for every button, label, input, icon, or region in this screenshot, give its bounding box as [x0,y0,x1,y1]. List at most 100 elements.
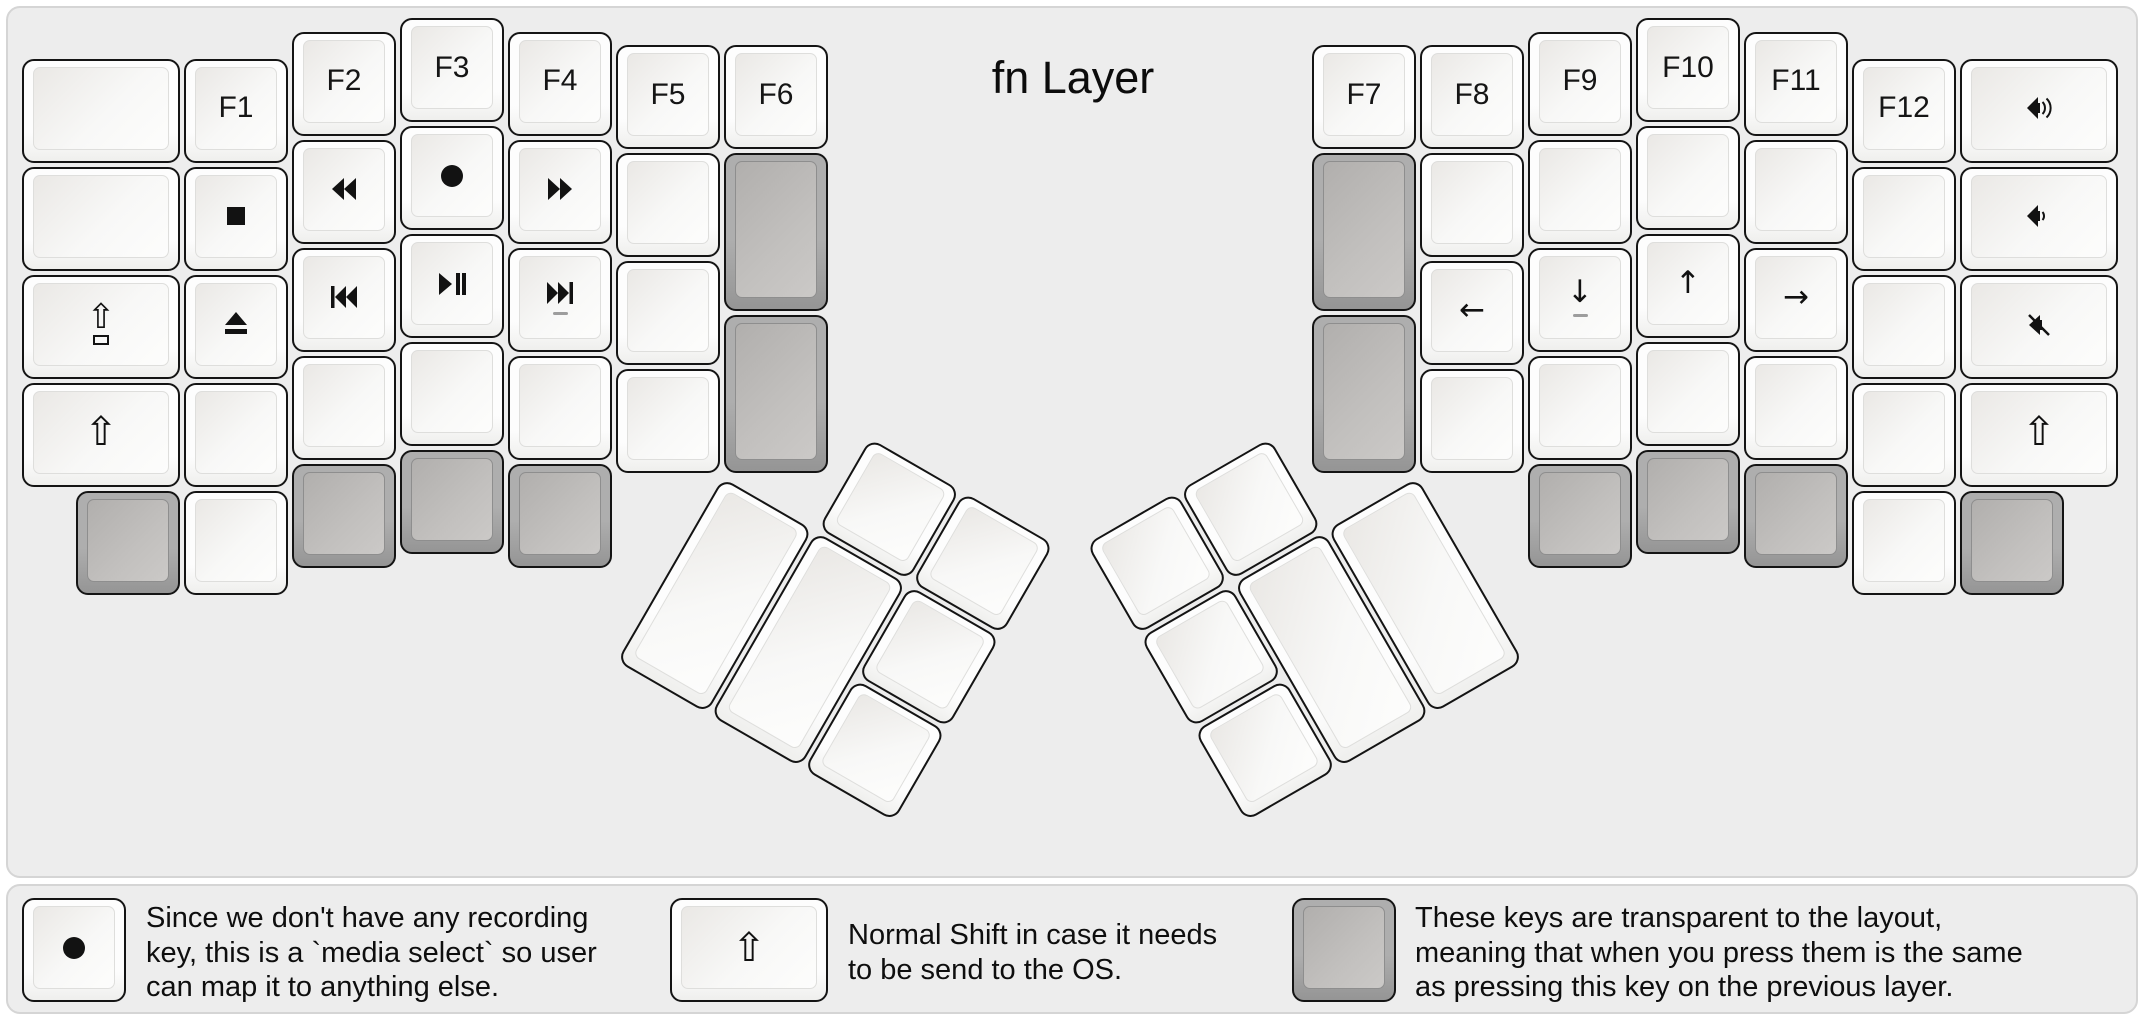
key-blank[interactable] [616,153,720,257]
key-blank[interactable] [1636,126,1740,230]
key-f3[interactable]: F3 [400,18,504,122]
key-f4[interactable]: F4 [508,31,612,136]
key-transparent[interactable] [1744,463,1848,568]
keycap [519,471,601,555]
keycap [519,147,601,231]
legend-line: meaning that when you press them is the … [1415,936,2023,969]
homing-dash [1572,314,1588,317]
key-shift[interactable]: ⇧ [22,382,180,487]
key-blank[interactable] [1744,355,1848,460]
legend-key-1[interactable] [22,898,126,1002]
key-fast-forward[interactable] [508,139,612,244]
key-f12[interactable]: F12 [1852,58,1956,163]
key-arrow-down[interactable]: ↓ [1528,247,1632,352]
key-label: F9 [1562,64,1598,97]
key-volume-up[interactable] [1960,58,2118,163]
key-blank[interactable] [1744,139,1848,244]
key-blank[interactable] [508,355,612,460]
key-transparent[interactable] [508,463,612,568]
key-arrow-up[interactable]: ↑ [1636,234,1740,338]
keycap [411,242,493,325]
key-blank[interactable] [1420,153,1524,257]
shift-icon: ⇧ [732,924,766,971]
key-blank[interactable] [184,382,288,487]
keycap [1971,282,2107,366]
key-shift-lock[interactable]: ⇧ [22,274,180,379]
keycap [195,282,277,366]
key-transparent[interactable] [1312,315,1416,473]
key-shift[interactable]: ⇧ [1960,382,2118,487]
keycap: F12 [1863,66,1945,150]
key-transparent[interactable] [724,315,828,473]
key-transparent[interactable] [1636,450,1740,554]
key-f10[interactable]: F10 [1636,18,1740,122]
stop-icon [224,204,248,228]
key-arrow-left[interactable]: ← [1420,261,1524,365]
key-f5[interactable]: F5 [616,45,720,149]
key-label: F4 [542,64,578,97]
key-transparent[interactable] [1528,463,1632,568]
keycap: ↓ [1539,255,1621,339]
key-blank[interactable] [400,342,504,446]
key-transparent[interactable] [1960,490,2064,595]
key-f1[interactable]: F1 [184,58,288,163]
key-eject[interactable] [184,274,288,379]
key-blank[interactable] [184,490,288,595]
key-f8[interactable]: F8 [1420,45,1524,149]
key-label: F8 [1454,77,1490,111]
key-f9[interactable]: F9 [1528,31,1632,136]
key-transparent[interactable] [1312,153,1416,311]
shift-lock-bar [93,334,109,345]
key-transparent[interactable] [724,153,828,311]
shift-icon: ⇧ [2022,409,2056,455]
key-blank[interactable] [1852,166,1956,271]
key-play-pause[interactable] [400,234,504,338]
key-volume-down[interactable] [1960,166,2118,271]
key-mute[interactable] [1960,274,2118,379]
eject-icon [222,310,250,338]
key-blank[interactable] [1852,382,1956,487]
key-blank[interactable] [1528,355,1632,460]
keycap [1863,390,1945,474]
key-blank[interactable] [1852,274,1956,379]
key-label: F3 [434,50,470,84]
keycap: ⇧ [33,390,169,474]
key-f7[interactable]: F7 [1312,45,1416,149]
arrow-down-icon: ↓ [1567,274,1593,310]
key-blank[interactable] [22,166,180,271]
keycap [1539,147,1621,231]
key-blank[interactable] [1528,139,1632,244]
key-stop[interactable] [184,166,288,271]
keycap: F2 [303,39,385,123]
key-label: F7 [1346,77,1382,111]
key-record[interactable] [400,126,504,230]
key-f6[interactable]: F6 [724,45,828,149]
key-transparent[interactable] [292,463,396,568]
key-rewind[interactable] [292,139,396,244]
keycap [411,134,493,217]
legend-line: can map it to anything else. [146,971,500,1003]
key-f2[interactable]: F2 [292,31,396,136]
key-arrow-right[interactable]: → [1744,247,1848,352]
key-prev-track[interactable] [292,247,396,352]
key-transparent[interactable] [400,450,504,554]
keycap [1755,363,1837,447]
key-next-track[interactable] [508,247,612,352]
key-blank[interactable] [616,261,720,365]
key-blank[interactable] [1636,342,1740,446]
key-blank[interactable] [1420,369,1524,473]
legend-key-3[interactable] [1292,898,1396,1002]
legend-key-2[interactable]: ⇧ [670,898,828,1002]
key-blank[interactable] [1852,490,1956,595]
key-blank[interactable] [22,58,180,163]
keycap [1431,161,1513,244]
key-blank[interactable] [616,369,720,473]
legend-line: as pressing this key on the previous lay… [1415,971,1954,1003]
key-transparent[interactable] [76,490,180,595]
key-f11[interactable]: F11 [1744,31,1848,136]
keycap [1647,458,1729,541]
keycap: F5 [627,53,709,136]
keycap [1323,161,1405,298]
key-blank[interactable] [292,355,396,460]
